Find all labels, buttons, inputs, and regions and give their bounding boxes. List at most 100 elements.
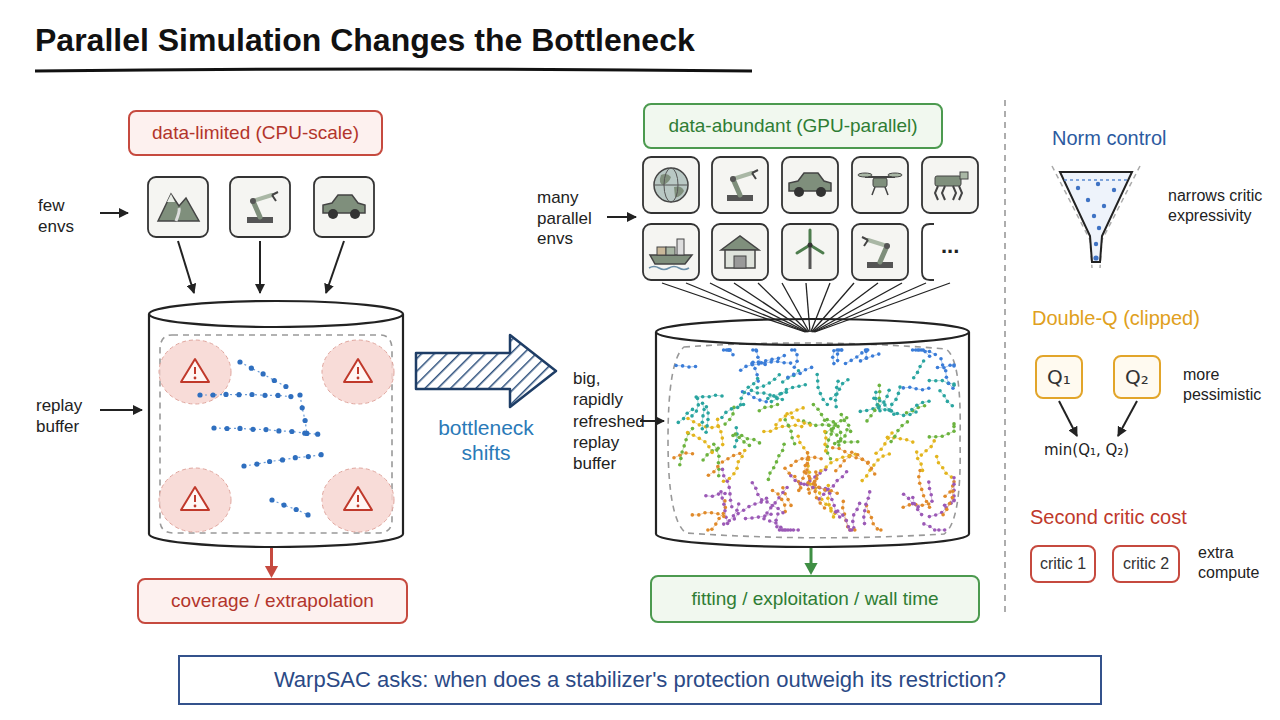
data-dot [907,497,911,501]
data-dot [731,353,735,357]
trajectory [798,436,809,472]
data-dot [722,503,726,507]
data-dot [888,452,892,456]
data-dot [923,404,927,408]
data-dot [747,386,751,390]
trajectory [852,452,875,474]
annotation: narrows critic expressivity [1168,186,1268,225]
data-dot [932,439,936,443]
data-dot [879,447,883,451]
data-dot [776,512,780,516]
env-icon-box [852,157,908,213]
data-dot [782,442,786,446]
data-dot [855,508,859,512]
data-dot [197,392,202,397]
data-dot [883,408,887,412]
trajectory [776,408,803,425]
data-dot [850,450,854,454]
data-dot [836,352,840,356]
data-dot [739,403,743,407]
data-dot [855,355,859,359]
annotation: few envs [38,196,100,237]
data-dot [858,502,862,506]
data-dot [730,407,734,411]
trajectory [751,390,782,399]
shift-arrow-body [416,335,556,407]
env-icon-box [712,224,768,280]
uncovered-region [322,340,394,404]
data-dot [864,503,868,507]
data-dot [918,365,922,369]
warning-symbol [181,487,209,510]
data-dot [804,368,808,372]
trajectory [876,433,892,453]
data-dot [856,440,860,444]
cylinder [655,318,970,548]
data-dot [223,392,228,397]
data-dot [816,407,820,411]
data-dot [849,359,853,363]
data-dot [910,408,914,412]
data-dot [776,403,780,407]
data-dot [704,494,708,498]
data-dot [773,501,777,505]
title-underline [35,69,752,71]
data-dot [717,461,721,465]
trajectory [674,453,693,458]
ship-bridge [677,239,684,255]
ellipsis: ... [941,233,977,260]
data-dot [928,350,932,354]
data-dot [920,453,924,457]
data-dot [672,456,676,460]
data-dot [866,461,870,465]
data-dot [916,348,920,352]
data-dot [841,455,845,459]
trajectory [757,375,779,388]
trajectory [300,395,307,433]
trajectory [788,367,812,377]
data-dot [778,373,782,377]
data-dot [835,458,839,462]
data-dot [806,451,810,455]
data-dot [774,427,778,431]
data-dot [873,409,877,413]
data-dot [774,395,778,399]
data-dot [944,369,948,373]
data-dot [804,383,808,387]
data-dot [889,440,893,444]
data-dot [867,510,871,514]
env-icon-box [782,157,838,213]
regime-tag: data-limited (CPU-scale) [128,110,383,156]
data-dot [826,488,830,492]
data-dot [783,354,787,358]
data-dot [816,379,820,383]
trajectory [688,419,718,428]
data-dot [951,489,955,493]
data-dot [947,432,951,436]
data-dot [716,465,720,469]
data-dot [774,423,778,427]
data-dot [824,465,828,469]
panel-heading: Second critic cost [1030,505,1260,529]
data-dot [822,493,826,497]
caption-box: WarpSAC asks: when does a stabilizer's p… [178,655,1102,705]
data-dot [902,492,906,496]
data-dot [758,441,762,445]
data-dot [769,512,773,516]
trajectory [733,436,749,446]
trajectory [776,514,791,530]
min-arrow [1059,401,1077,436]
trajectory [860,390,889,411]
data-dot [819,457,823,461]
data-dot [824,436,828,440]
feed-line [814,283,926,332]
data-dot [753,367,757,371]
data-dot [701,421,705,425]
data-dot [717,517,721,521]
connector-label: bottleneck shifts [421,415,551,465]
trajectory [876,392,880,411]
data-dot [896,429,900,433]
data-dot [766,397,770,401]
data-dot [722,348,726,352]
data-dot [707,395,711,399]
